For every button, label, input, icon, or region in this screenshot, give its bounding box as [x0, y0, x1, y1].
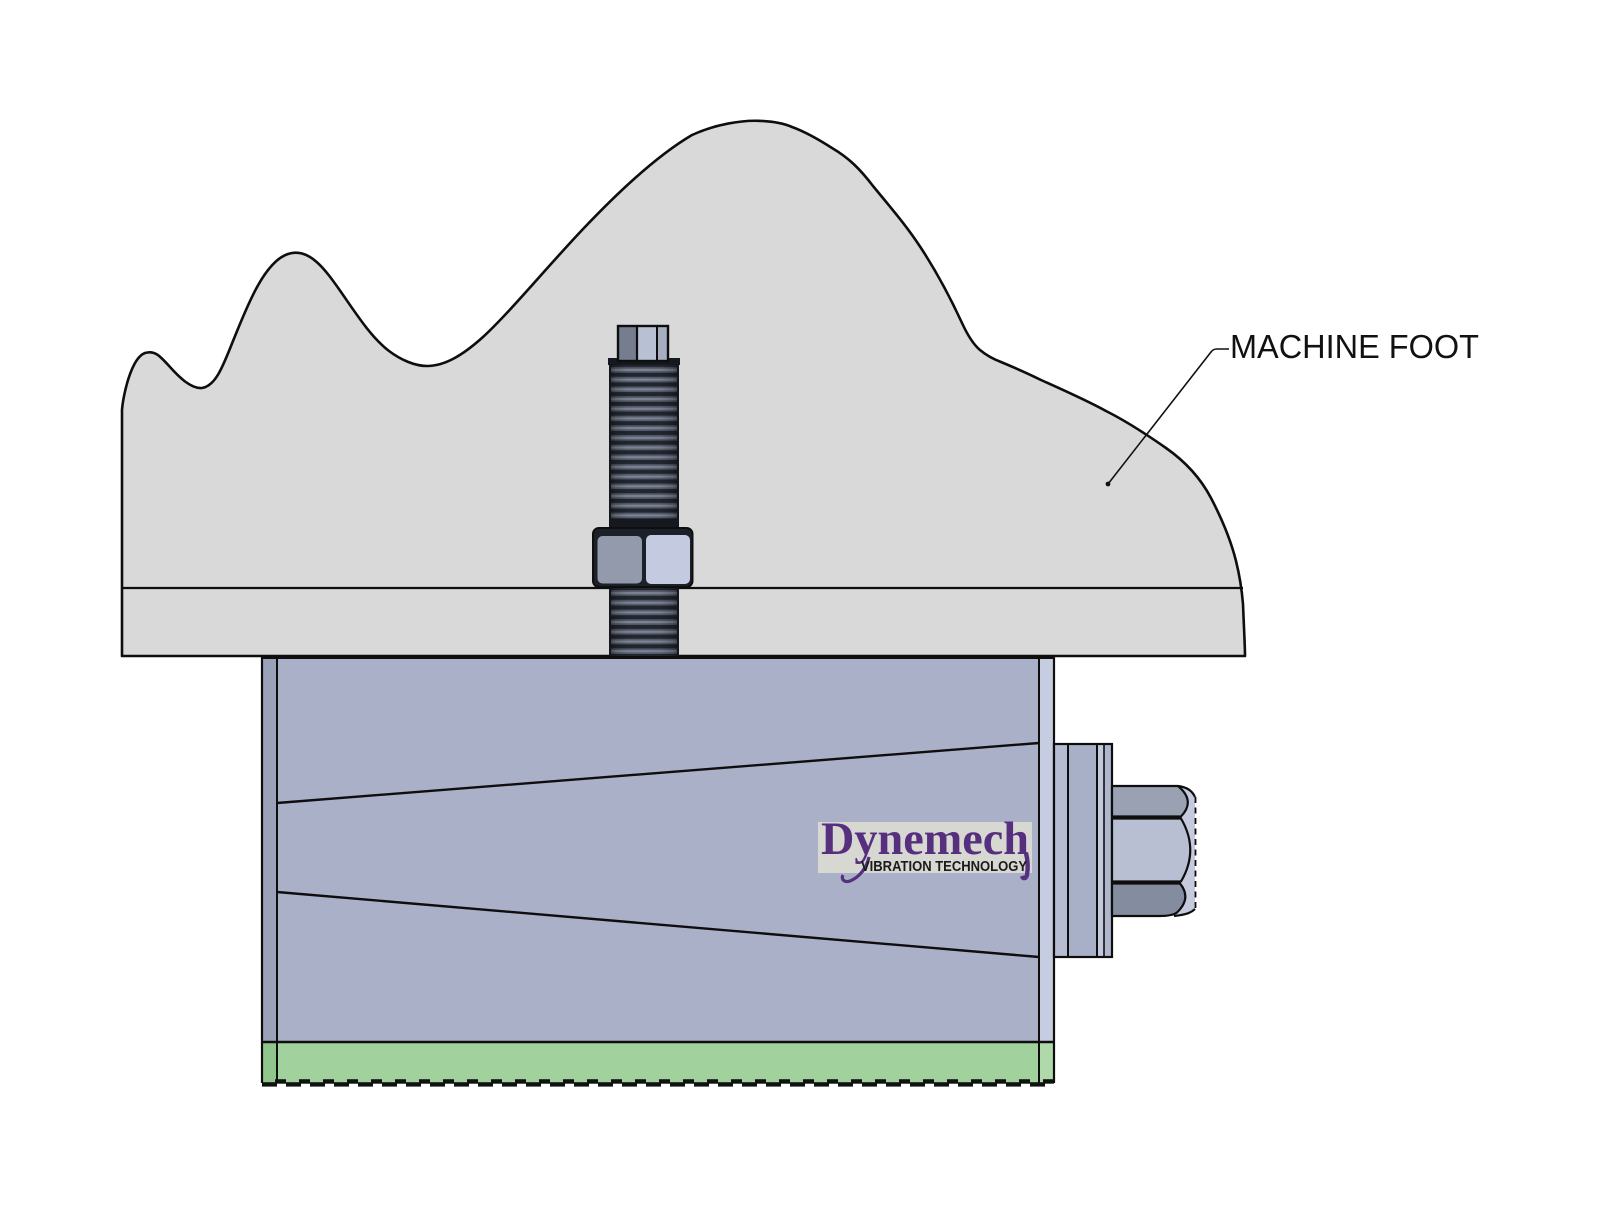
- svg-text:MACHINE FOOT: MACHINE FOOT: [1230, 329, 1479, 366]
- svg-text:VIBRATION TECHNOLOGY: VIBRATION TECHNOLOGY: [861, 859, 1027, 875]
- svg-text:Dynemech: Dynemech: [821, 813, 1029, 865]
